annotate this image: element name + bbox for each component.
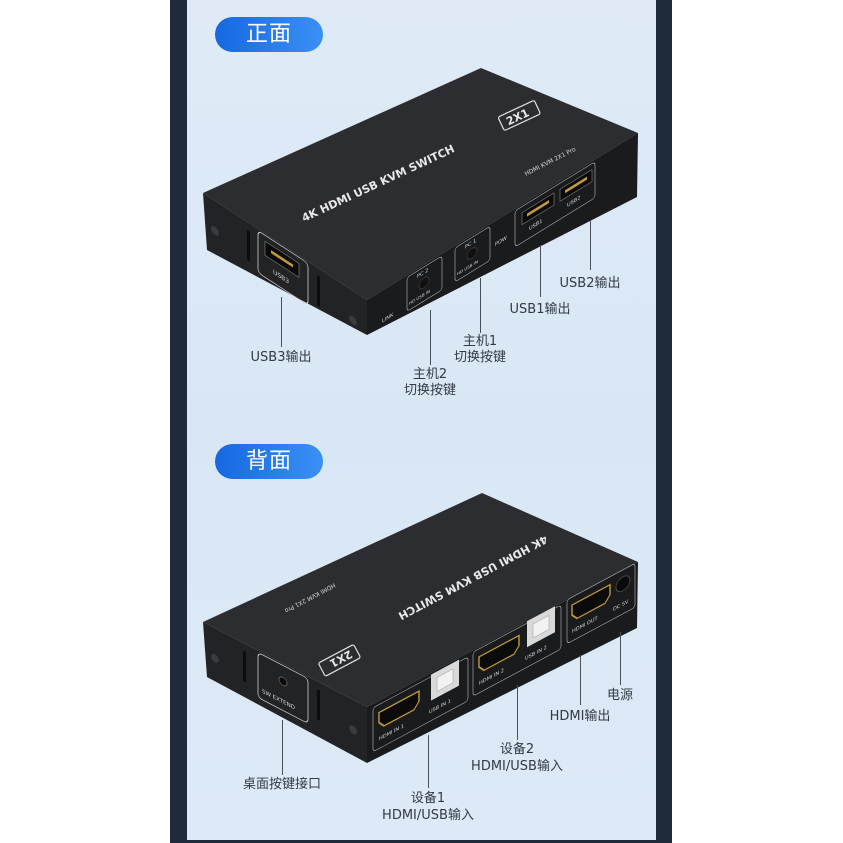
callout-device2-line1: 设备2: [499, 742, 535, 757]
vent-icon: [317, 689, 320, 721]
callout-line-usb3: [281, 297, 282, 347]
callout-host2-line2: 切换按键: [403, 383, 457, 398]
callout-device2-line2: HDMI/USB输入: [471, 759, 563, 774]
screw-icon: [349, 725, 357, 735]
device2-frame: [472, 605, 562, 696]
callout-device1-line2: HDMI/USB输入: [382, 808, 474, 823]
back-device: 4K HDMI USB KVM SWITCH 2X1 HDMI KVM 2X1 …: [203, 493, 638, 763]
usb-contacts: [271, 250, 293, 268]
callout-line-device2: [517, 685, 518, 740]
hdmi-in2-port-icon: [478, 634, 520, 672]
callout-host1-line1: 主机1: [462, 334, 498, 349]
callout-usb2: USB2输出: [559, 276, 621, 291]
hdmi-out-port-icon: [571, 583, 611, 620]
pc2-label: PC 2: [417, 268, 428, 280]
output-frame: [566, 564, 636, 643]
front-device-top: [203, 68, 638, 300]
callout-line-usb1: [540, 245, 541, 297]
callout-usb1: USB1输出: [509, 302, 571, 317]
callout-line-desk-button: [282, 720, 283, 775]
callout-hdmi-out: HDMI输出: [549, 709, 611, 724]
callout-line-usb2: [590, 220, 591, 270]
usb-output-frame: [514, 162, 596, 246]
usb-contacts: [527, 200, 549, 217]
callout-usb3: USB3输出: [250, 350, 312, 365]
callout-line-power: [620, 632, 621, 685]
callout-host1-line2: 切换按键: [453, 350, 507, 365]
callout-line-hdmi-out: [580, 655, 581, 705]
callout-device1-line1: 设备1: [410, 791, 446, 806]
link-label: LINK: [382, 312, 394, 325]
screw-icon: [211, 653, 219, 663]
device1-frame: [372, 657, 469, 751]
callout-line-host1: [480, 278, 481, 333]
callout-line-host2: [430, 310, 431, 365]
screw-icon: [211, 226, 219, 236]
callout-line-device1: [428, 735, 429, 788]
front-title-pill: 正面: [215, 17, 323, 52]
back-device-back-face: [367, 562, 638, 763]
dc-jack-icon: [615, 575, 631, 593]
back-device-top: [203, 493, 638, 707]
usb-contacts: [565, 176, 587, 194]
callout-power: 电源: [606, 688, 634, 703]
usb-b-inner: [436, 668, 454, 692]
hdmi-in1-port-icon: [378, 690, 420, 727]
pc2-frame: [406, 256, 443, 311]
screw-icon: [349, 315, 357, 326]
pc1-frame: [454, 227, 491, 281]
sw-extend-frame: [257, 653, 309, 723]
vent-icon: [247, 229, 250, 262]
callout-host2-line1: 主机2: [412, 367, 448, 382]
pc2-button[interactable]: [418, 275, 430, 291]
front-left-contents: USB3: [211, 226, 357, 326]
sw-extend-jack-icon: [278, 676, 288, 687]
vent-icon: [243, 650, 246, 683]
usb-b-inner: [532, 615, 550, 639]
callout-desk-button: 桌面按键接口: [242, 777, 322, 792]
pc1-label: PC 1: [465, 238, 476, 250]
usb3-frame: [257, 232, 309, 304]
back-title-pill: 背面: [215, 444, 323, 479]
front-device: 4K HDMI USB KVM SWITCH 2X1 HDMI KVM 2X1 …: [203, 68, 638, 335]
vent-icon: [317, 275, 320, 307]
pc1-button[interactable]: [466, 245, 478, 261]
